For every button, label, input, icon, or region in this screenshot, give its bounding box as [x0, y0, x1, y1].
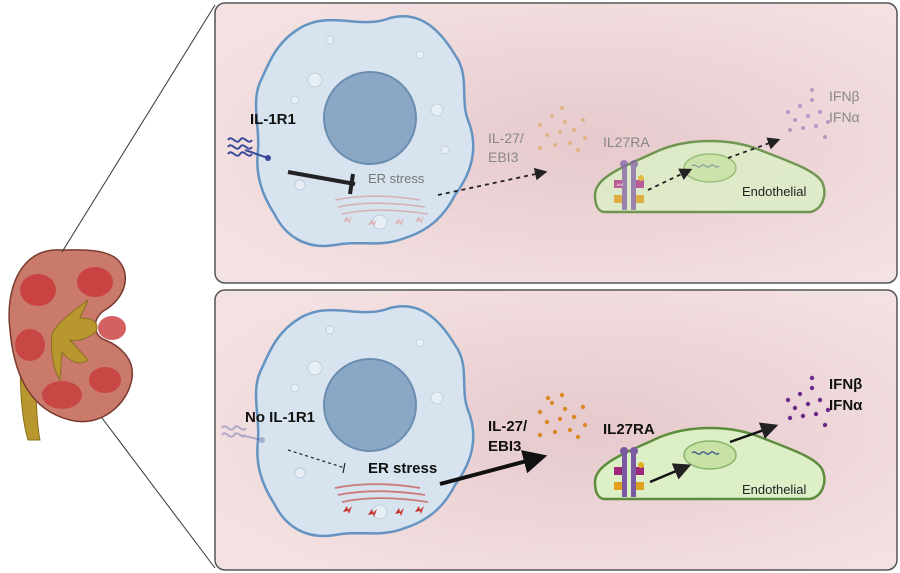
top-inhibition-arrow	[287, 170, 356, 195]
connector-line-top	[61, 4, 216, 253]
top-ifn-alpha-label: IFNα	[829, 109, 860, 125]
bottom-il27-dots	[537, 392, 588, 440]
bottom-cytokine-label-line1: IL-27/	[488, 418, 528, 435]
bottom-dna-icon	[691, 451, 720, 455]
top-er-stress-bolts	[343, 216, 424, 227]
connector-line-bottom	[101, 417, 216, 569]
bottom-ifn-alpha-label: IFNα	[829, 397, 863, 414]
top-panel: IL-1R1 ER stress IL-27/ EBI3 IL27RA	[214, 2, 898, 284]
top-dna-icon	[691, 164, 720, 168]
bottom-endothelial-label: Endothelial	[742, 482, 806, 497]
top-er-organelle	[334, 195, 429, 215]
top-endothelial-label: Endothelial	[742, 184, 806, 199]
top-cytokine-label-line1: IL-27/	[488, 130, 524, 146]
bottom-ifn-arrow	[729, 422, 779, 444]
bottom-il1r1-receptor-icon-faded	[221, 425, 265, 443]
top-il1r1-label: IL-1R1	[250, 111, 296, 128]
bottom-il27ra-label: IL27RA	[603, 421, 655, 438]
bottom-panel: No IL-1R1 ER stress IL-27/ EBI3 IL27RA	[214, 289, 898, 571]
bottom-weak-inhibition-arrow	[287, 449, 346, 474]
bottom-nucleus	[323, 358, 417, 452]
top-nucleus	[323, 71, 417, 165]
bottom-secretion-arrow	[439, 450, 548, 486]
top-il27ra-label: IL27RA	[603, 134, 650, 150]
top-cytokine-label-line2: EBI3	[488, 149, 519, 165]
top-il27-dots	[538, 106, 587, 152]
bottom-no-il1r1-label: No IL-1R1	[245, 409, 315, 426]
top-ifn-beta-label: IFNβ	[829, 88, 860, 104]
bottom-er-stress-label: ER stress	[368, 460, 437, 477]
kidney-illustration	[8, 249, 133, 441]
bottom-er-stress-bolts	[343, 506, 424, 517]
top-il1r1-receptor-icon	[227, 137, 271, 161]
top-er-stress-label: ER stress	[368, 171, 425, 186]
bottom-er-organelle	[334, 483, 429, 503]
bottom-cytokine-label-line2: EBI3	[488, 438, 521, 455]
top-endothelial-nucleus	[683, 153, 737, 183]
bottom-signal-arrow	[649, 463, 692, 484]
top-ifn-arrow	[727, 137, 781, 159]
top-ifn-dots	[786, 88, 830, 139]
bottom-ifn-dots	[785, 375, 831, 428]
top-il27ra-receptor-icon: JAK	[614, 160, 644, 210]
top-secretion-arrow	[437, 167, 548, 196]
bottom-endothelial-nucleus	[683, 440, 737, 470]
svg-text:JAK: JAK	[616, 182, 624, 187]
bottom-il27ra-receptor-icon	[614, 447, 644, 497]
bottom-ifn-beta-label: IFNβ	[829, 376, 862, 393]
